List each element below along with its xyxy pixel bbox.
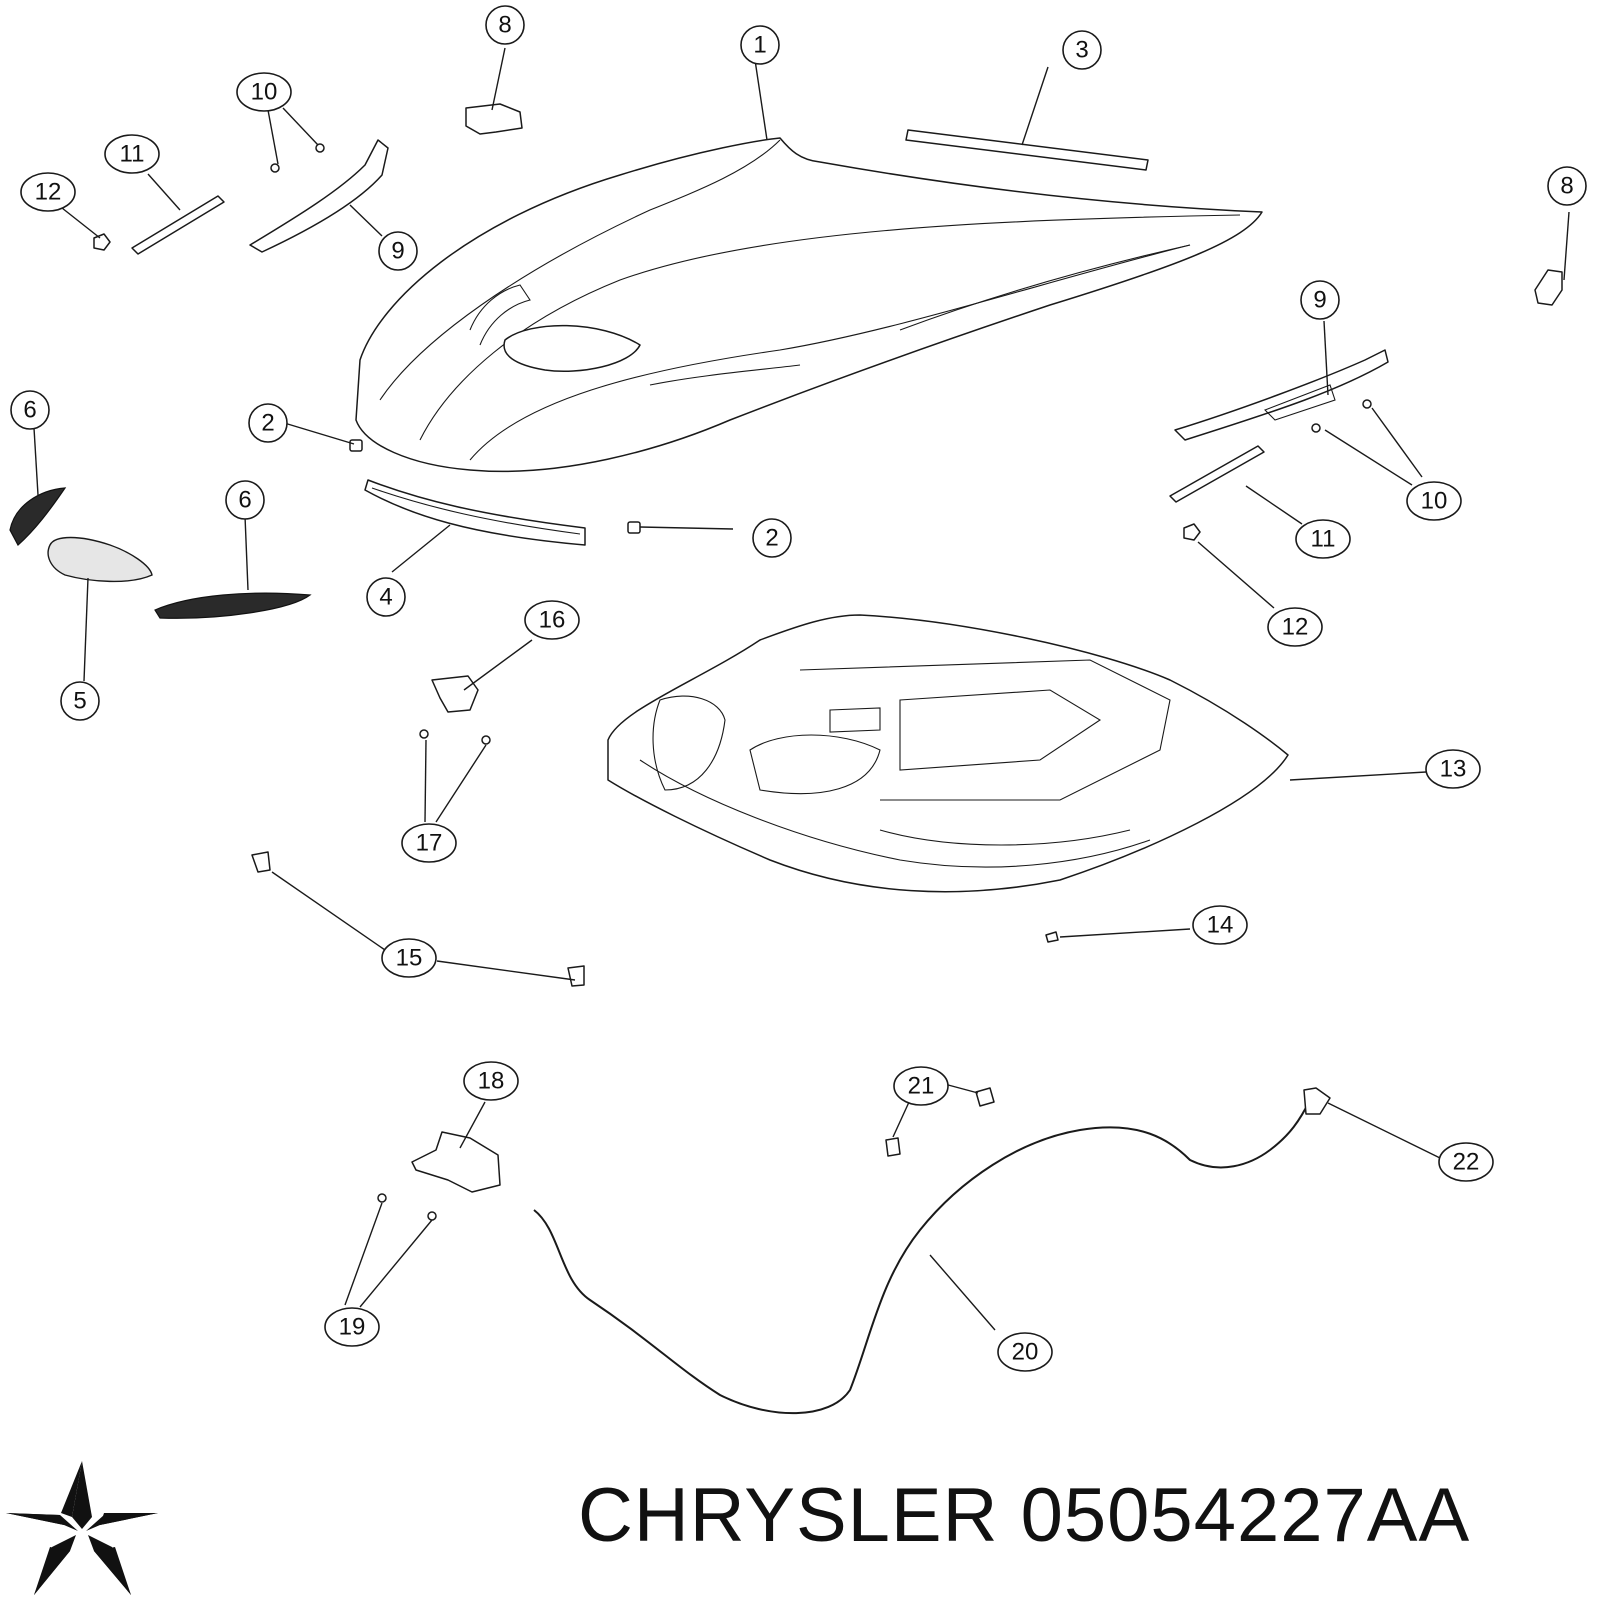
callout-3[interactable]: 3 [1062, 30, 1102, 70]
callout-label: 11 [1311, 526, 1336, 553]
callout-label: 6 [238, 487, 251, 514]
callout-15[interactable]: 15 [381, 938, 437, 978]
nut-left [93, 233, 111, 251]
callout-12-left[interactable]: 12 [20, 172, 76, 212]
striker-bolt-b [481, 735, 491, 745]
callout-10-left[interactable]: 10 [236, 72, 292, 112]
callout-6-left[interactable]: 6 [10, 390, 50, 430]
callout-label: 19 [339, 1314, 366, 1341]
callout-label: 9 [391, 238, 404, 265]
callout-label: 3 [1075, 37, 1088, 64]
callout-label: 10 [251, 79, 278, 106]
callout-9-left[interactable]: 9 [378, 231, 418, 271]
callout-label: 12 [35, 179, 62, 206]
latch-bolt-a [377, 1193, 387, 1203]
cable-clip-b [885, 1137, 901, 1157]
callout-6-center[interactable]: 6 [225, 480, 265, 520]
chrysler-pentastar-icon [5, 1459, 160, 1597]
callout-2-left[interactable]: 2 [248, 403, 288, 443]
callout-label: 21 [908, 1073, 935, 1100]
callout-14[interactable]: 14 [1192, 905, 1248, 945]
grille-left [9, 487, 67, 546]
latch [411, 1131, 501, 1193]
callout-1[interactable]: 1 [740, 25, 780, 65]
callout-19[interactable]: 19 [324, 1307, 380, 1347]
callout-11-left[interactable]: 11 [104, 134, 160, 174]
hood-panel [355, 137, 1263, 473]
callout-label: 8 [498, 12, 511, 39]
hinge-right [1174, 349, 1389, 441]
callout-label: 17 [416, 830, 443, 857]
release-handle [1303, 1087, 1331, 1115]
grille-center [154, 592, 312, 619]
striker [431, 675, 479, 713]
callout-label: 20 [1012, 1339, 1039, 1366]
bracket-right [1534, 269, 1563, 306]
striker-bolt-a [419, 729, 429, 739]
callout-label: 12 [1282, 614, 1309, 641]
hood-seal-front [364, 479, 586, 546]
hood-bumper-right [627, 521, 641, 534]
callout-label: 13 [1440, 756, 1467, 783]
callout-label: 5 [73, 688, 86, 715]
callout-label: 22 [1453, 1149, 1480, 1176]
callout-label: 15 [396, 945, 423, 972]
scoop-insert [47, 536, 153, 583]
cable-clip-a [975, 1087, 995, 1107]
hinge-left [249, 139, 389, 253]
callout-label: 4 [379, 584, 392, 611]
latch-bolt-b [427, 1211, 437, 1221]
strut-right [1169, 445, 1265, 503]
callout-label: 11 [120, 141, 145, 168]
part-number-title: CHRYSLER 05054227AA [578, 1473, 1471, 1558]
clip [1045, 931, 1059, 943]
bolt-left-b [315, 143, 325, 153]
callout-9-right[interactable]: 9 [1300, 280, 1340, 320]
callout-label: 8 [1560, 173, 1573, 200]
callout-12-right[interactable]: 12 [1267, 607, 1323, 647]
callout-label: 1 [753, 32, 766, 59]
bolt-left-a [270, 163, 280, 173]
callout-label: 6 [23, 397, 36, 424]
callout-22[interactable]: 22 [1438, 1142, 1494, 1182]
release-cable [533, 1099, 1311, 1415]
hood-seal-rear [905, 129, 1149, 171]
bolt-right-a [1311, 423, 1321, 433]
callout-label: 10 [1421, 488, 1448, 515]
callout-18[interactable]: 18 [463, 1061, 519, 1101]
callout-4[interactable]: 4 [366, 577, 406, 617]
callout-17[interactable]: 17 [401, 823, 457, 863]
callout-8-right[interactable]: 8 [1547, 166, 1587, 206]
callout-label: 18 [478, 1068, 505, 1095]
nut-right [1183, 523, 1201, 541]
callout-8-left[interactable]: 8 [485, 5, 525, 45]
leader-lines [33, 47, 1570, 1331]
callout-16[interactable]: 16 [524, 600, 580, 640]
bumper-stop-b [567, 965, 585, 987]
callout-label: 16 [539, 607, 566, 634]
callout-label: 2 [765, 525, 778, 552]
callout-2-right[interactable]: 2 [752, 518, 792, 558]
callout-label: 14 [1207, 912, 1234, 939]
callout-5[interactable]: 5 [60, 681, 100, 721]
callout-10-right[interactable]: 10 [1406, 481, 1462, 521]
bumper-stop-a [251, 851, 271, 873]
hood-bumper-left [349, 439, 363, 452]
callout-13[interactable]: 13 [1425, 749, 1481, 789]
callout-11-right[interactable]: 11 [1295, 519, 1351, 559]
hood-inner-panel [607, 614, 1289, 893]
callout-label: 9 [1313, 287, 1326, 314]
bracket-left [465, 103, 523, 135]
bolt-right-b [1362, 399, 1372, 409]
strut-left [131, 195, 225, 255]
callout-21[interactable]: 21 [893, 1066, 949, 1106]
callout-label: 2 [261, 410, 274, 437]
callout-20[interactable]: 20 [997, 1332, 1053, 1372]
